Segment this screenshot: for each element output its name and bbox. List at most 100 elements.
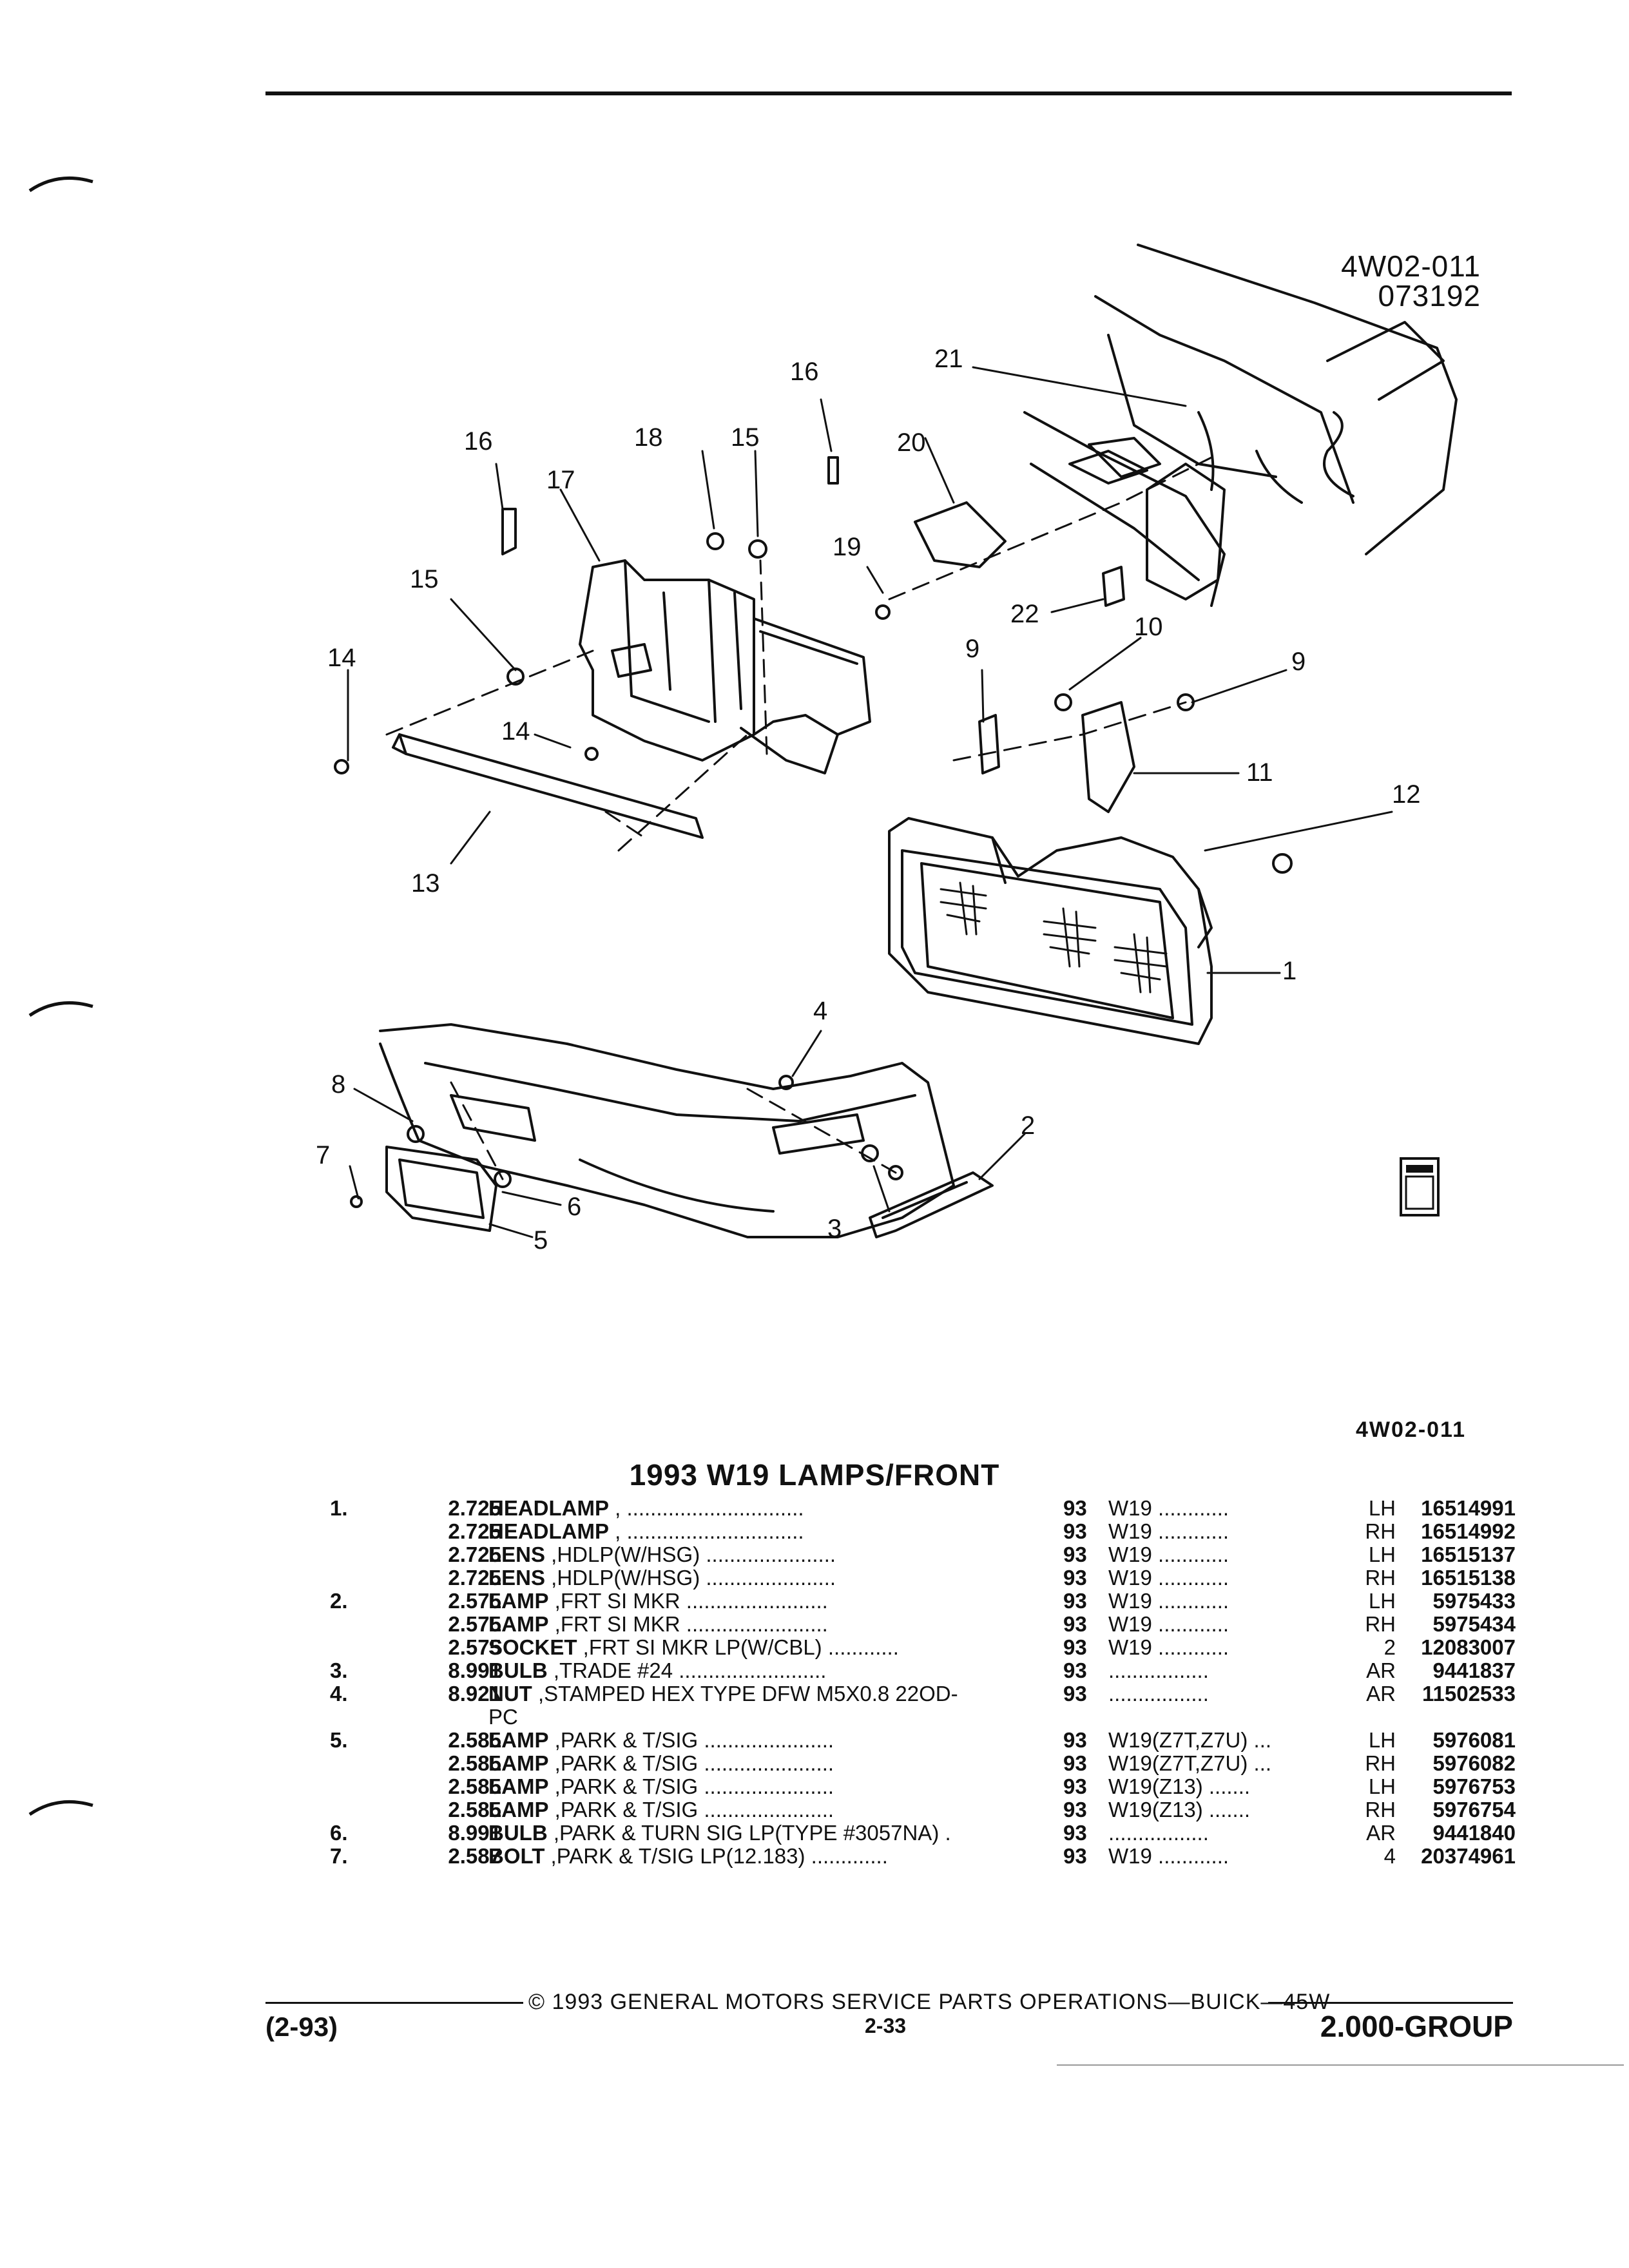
parts-application: W19(Z7T,Z7U) ... <box>1108 1751 1272 1775</box>
parts-application: W19(Z13) ....... <box>1108 1774 1251 1798</box>
parts-part-number: 11502533 <box>1422 1682 1516 1706</box>
svg-text:10: 10 <box>1134 613 1163 641</box>
parts-item-number: 2. <box>330 1589 348 1613</box>
footer-date-code: (2-93) <box>265 2012 338 2042</box>
parts-side-qty: LH <box>1368 1589 1396 1613</box>
parts-description: BULB ,TRADE #24 ........................… <box>488 1658 826 1683</box>
park-turn-lamp <box>385 1146 497 1232</box>
svg-text:9: 9 <box>1291 648 1306 676</box>
parts-group-number: 2.575 <box>448 1635 501 1659</box>
parts-group-number: 2.587 <box>448 1844 501 1868</box>
footer-page-number: 2-33 <box>865 2014 907 2037</box>
parts-desc-detail: ,PARK & T/SIG <box>548 1798 699 1821</box>
parts-group-number: 2.585 <box>448 1798 501 1821</box>
parts-group-number: 8.921 <box>448 1682 501 1706</box>
svg-text:7: 7 <box>316 1141 330 1169</box>
parts-description: LENS ,HDLP(W/HSG) ...................... <box>488 1542 836 1567</box>
parts-item-number: 7. <box>330 1844 348 1868</box>
headlamp-assembly <box>888 817 1213 1045</box>
vehicle-front-structure <box>1023 244 1458 607</box>
parts-side-qty: LH <box>1368 1496 1396 1520</box>
scan-artifact-line <box>1057 2064 1624 2066</box>
parts-desc-detail: ,PARK & T/SIG LP(12.183) <box>545 1844 805 1868</box>
parts-description: HEADLAMP , .............................… <box>488 1496 804 1521</box>
parts-description: NUT ,STAMPED HEX TYPE DFW M5X0.8 22OD- <box>488 1682 958 1706</box>
parts-year: 93 <box>1063 1496 1087 1520</box>
parts-part-number: 16515138 <box>1421 1566 1516 1590</box>
parts-year: 93 <box>1063 1774 1087 1798</box>
page-title: 1993 W19 LAMPS/FRONT <box>629 1458 1000 1492</box>
parts-description: BULB ,PARK & TURN SIG LP(TYPE #3057NA) . <box>488 1821 951 1845</box>
parts-desc-detail: ,STAMPED HEX TYPE DFW M5X0.8 22OD- <box>532 1682 958 1706</box>
parts-leader-dots: . <box>939 1821 951 1845</box>
parts-name: HEADLAMP <box>488 1519 609 1543</box>
side-marker-lamp <box>869 1171 994 1238</box>
parts-side-qty: RH <box>1365 1612 1396 1636</box>
svg-text:17: 17 <box>546 466 575 494</box>
parts-application: W19 ............ <box>1108 1589 1229 1613</box>
parts-name: BULB <box>488 1821 548 1845</box>
svg-text:20: 20 <box>897 428 926 457</box>
parts-desc-detail: ,FRT SI MKR <box>548 1589 680 1613</box>
svg-text:15: 15 <box>731 423 760 452</box>
parts-group-number: 2.725 <box>448 1519 501 1543</box>
parts-application: ................. <box>1108 1658 1209 1682</box>
svg-text:14: 14 <box>501 717 530 745</box>
gm-spo-logo-icon <box>1400 1157 1440 1216</box>
parts-year: 93 <box>1063 1519 1087 1543</box>
parts-side-qty: LH <box>1368 1728 1396 1752</box>
parts-application: W19 ............ <box>1108 1496 1229 1520</box>
parts-desc-detail: ,PARK & T/SIG <box>548 1728 699 1752</box>
svg-text:19: 19 <box>833 533 862 561</box>
parts-year: 93 <box>1063 1751 1087 1775</box>
parts-application: W19 ............ <box>1108 1566 1229 1590</box>
parts-leader-dots: ......................... <box>673 1658 827 1682</box>
parts-desc-detail: ,PARK & T/SIG <box>548 1774 699 1798</box>
svg-text:16: 16 <box>464 427 493 456</box>
parts-side-qty: 2 <box>1383 1635 1396 1659</box>
parts-item-number: 3. <box>330 1658 348 1682</box>
parts-name: LAMP <box>488 1774 549 1798</box>
parts-leader-dots: ...................... <box>698 1798 834 1821</box>
parts-year: 93 <box>1063 1612 1087 1636</box>
parts-description: LAMP ,PARK & T/SIG .....................… <box>488 1798 834 1822</box>
headlamp-filler-panel <box>392 733 704 839</box>
diagram-ref-id: 4W02-011 <box>1341 249 1481 283</box>
parts-description: LAMP ,PARK & T/SIG .....................… <box>488 1751 834 1776</box>
headlamp-housing-bracket <box>579 559 871 774</box>
parts-leader-dots: ........................ <box>680 1612 828 1636</box>
parts-description: HEADLAMP , .............................… <box>488 1519 804 1544</box>
parts-leader-dots: ........................ <box>680 1589 828 1613</box>
parts-group-number: 2.585 <box>448 1728 501 1752</box>
parts-desc-detail: ,HDLP(W/HSG) <box>545 1566 700 1590</box>
parts-name: SOCKET <box>488 1635 577 1659</box>
parts-description: LAMP ,FRT SI MKR .......................… <box>488 1589 828 1613</box>
svg-text:12: 12 <box>1392 780 1421 809</box>
parts-leader-dots: ............ <box>822 1635 899 1659</box>
parts-year: 93 <box>1063 1844 1087 1868</box>
footer-group: 2.000-GROUP <box>1320 2010 1513 2043</box>
parts-application: W19 ............ <box>1108 1542 1229 1566</box>
bumper-fascia <box>379 1023 955 1238</box>
parts-application: W19 ............ <box>1108 1635 1229 1659</box>
parts-desc-detail: ,PARK & T/SIG <box>548 1751 699 1775</box>
headlamp-lens-pattern <box>940 881 1168 994</box>
parts-part-number: 5976081 <box>1432 1728 1516 1752</box>
svg-text:9: 9 <box>965 635 979 663</box>
parts-year: 93 <box>1063 1821 1087 1845</box>
parts-group-number: 2.575 <box>448 1612 501 1636</box>
parts-leader-dots: ...................... <box>698 1774 834 1798</box>
parts-name: LAMP <box>488 1612 549 1636</box>
parts-part-number: 5976754 <box>1432 1798 1516 1821</box>
parts-group-number: 2.725 <box>448 1542 501 1566</box>
svg-text:8: 8 <box>331 1070 345 1099</box>
parts-item-number: 5. <box>330 1728 348 1752</box>
parts-year: 93 <box>1063 1658 1087 1682</box>
figure-code: 4W02-011 <box>1356 1418 1466 1442</box>
parts-part-number: 9441840 <box>1432 1821 1516 1845</box>
parts-year: 93 <box>1063 1566 1087 1590</box>
parts-application: W19(Z13) ....... <box>1108 1798 1251 1821</box>
parts-group-number: 2.575 <box>448 1589 501 1613</box>
parts-side-qty: AR <box>1366 1658 1396 1682</box>
parts-application: W19 ............ <box>1108 1844 1229 1868</box>
